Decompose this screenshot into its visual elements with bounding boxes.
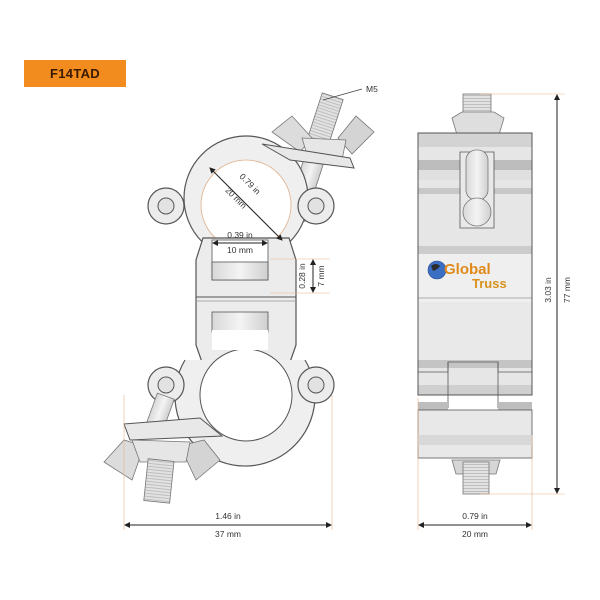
side-view: Global Truss 3.03 in 77 mm 0.79 in 20 mm — [417, 93, 572, 539]
bolt-label: M5 — [366, 84, 378, 94]
overall-height-mm: 77 mm — [562, 277, 572, 303]
opening-width-mm: 10 mm — [227, 245, 253, 255]
lower-bolt — [103, 392, 224, 504]
front-view: 0.79 in 20 mm 0.39 in 10 mm 0.28 in 7 mm… — [103, 84, 378, 539]
side-bottom-bolt — [451, 459, 501, 495]
dimension-spacer-height: 0.28 in 7 mm — [270, 258, 330, 294]
global-truss-logo: Global Truss — [427, 260, 507, 291]
overall-height-in: 3.03 in — [543, 277, 553, 303]
dimension-opening-width: 0.39 in 10 mm — [212, 230, 268, 255]
spacer-height-in: 0.28 in — [297, 263, 307, 289]
side-width-in: 0.79 in — [462, 511, 488, 521]
opening-width-in: 0.39 in — [227, 230, 253, 240]
spacer-height-mm: 7 mm — [316, 265, 326, 286]
dimension-overall-height: 3.03 in 77 mm — [480, 93, 572, 495]
side-width-mm: 20 mm — [462, 529, 488, 539]
dimension-side-width: 0.79 in 20 mm — [417, 398, 533, 539]
dimension-overall-width: 1.46 in 37 mm — [123, 395, 333, 539]
logo-line1: Global — [444, 261, 491, 278]
product-code-badge: F14TAD — [24, 60, 126, 87]
overall-width-in: 1.46 in — [215, 511, 241, 521]
lower-clamp-ring — [147, 330, 335, 467]
overall-width-mm: 37 mm — [215, 529, 241, 539]
product-code: F14TAD — [50, 66, 100, 81]
bolt-callout: M5 — [322, 84, 378, 101]
logo-line2: Truss — [472, 276, 507, 291]
